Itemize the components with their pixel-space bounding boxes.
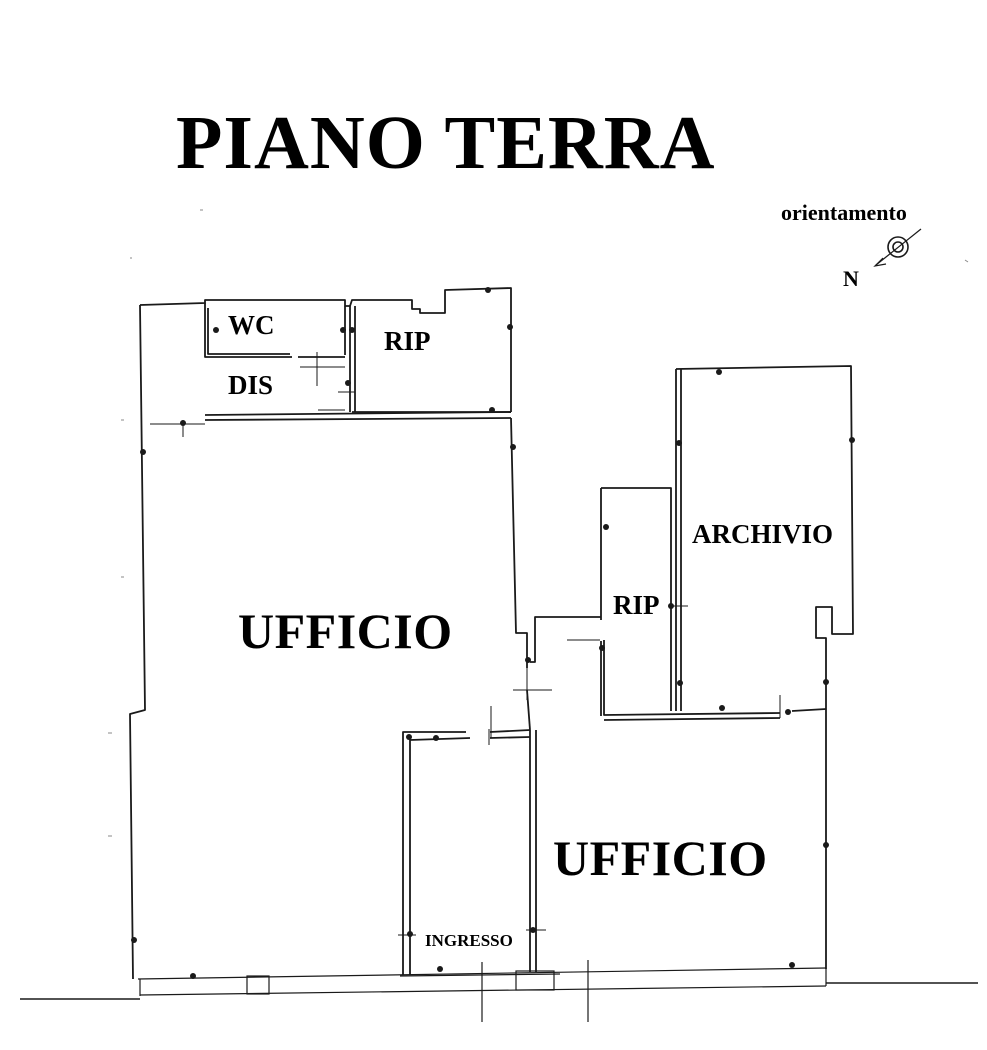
page-title: PIANO TERRA — [176, 101, 716, 185]
orientation-label: orientamento — [781, 200, 907, 225]
room-label-wc: WC — [228, 310, 275, 340]
wall-nodes — [131, 287, 855, 979]
right-block-walls — [530, 365, 854, 969]
room-label-ufficio-left: UFFICIO — [238, 603, 453, 659]
north-label: N — [843, 266, 859, 291]
room-label-archivio: ARCHIVIO — [692, 519, 834, 549]
left-block-walls — [129, 287, 537, 980]
ground-line — [20, 982, 978, 1000]
front-facade-strip — [137, 960, 827, 1022]
room-label-dis: DIS — [228, 370, 274, 400]
room-label-rip-middle: RIP — [613, 590, 660, 620]
room-label-ingresso: INGRESSO — [425, 931, 513, 950]
faint-dots — [108, 209, 969, 837]
compass-icon — [873, 228, 922, 267]
room-label-rip-top: RIP — [384, 326, 431, 356]
room-label-ufficio-right: UFFICIO — [553, 830, 768, 886]
